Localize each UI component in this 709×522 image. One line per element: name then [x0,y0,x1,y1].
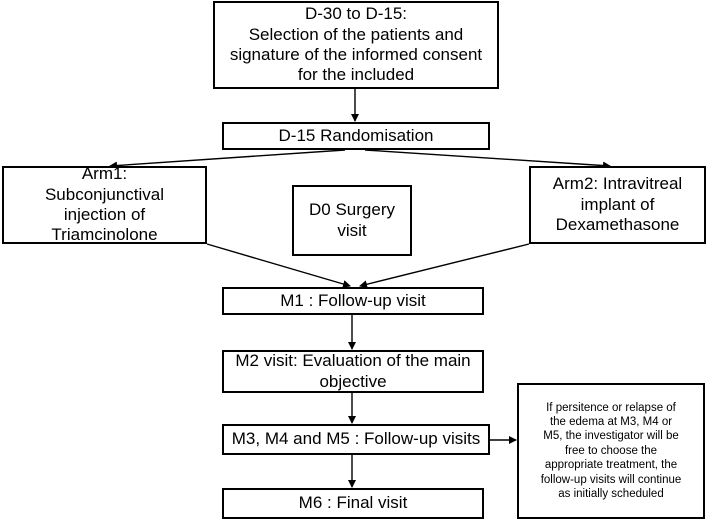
m345-label: M3, M4 and M5 : Follow-up visits [231,429,481,449]
arm2-box: Arm2: Intravitreal implant of Dexamethas… [529,166,706,244]
selection-line-1: D-30 to D-15: [304,4,408,24]
m2-line-2: objective [319,371,387,391]
m2-line-1: M2 visit: Evaluation of the main [235,351,471,371]
d0-surgery-box: D0 Surgery visit [292,185,412,256]
m6-box: M6 : Final visit [222,488,484,519]
arm1-line-3: injection of [63,205,146,224]
d0-line-2: visit [337,220,367,240]
selection-line-3: signature of the informed consent [229,45,483,64]
randomisation-label: D-15 Randomisation [278,125,434,145]
selection-line-4: for the included [297,65,415,85]
d0-line-1: D0 Surgery [309,200,395,220]
randomisation-box: D-15 Randomisation [222,122,490,150]
selection-line-2: Selection of the patients and [248,24,464,44]
arm1-box: Arm1: Subconjunctival injection of Triam… [2,164,207,245]
arrow-arm1-to-m1 [206,243,351,288]
m2-box: M2 visit: Evaluation of the main objecti… [222,350,484,393]
selection-box: D-30 to D-15: Selection of the patients … [213,1,499,89]
arm2-line-2: implant of [580,194,655,214]
relapse-note-box: If persitence or relapse of the edema at… [517,383,705,519]
arm2-line-1: Arm2: Intravitreal [552,174,683,194]
note-line-5: appropriate treatment, the [544,459,678,472]
m1-box: M1 : Follow-up visit [222,287,484,315]
arm1-line-2: Subconjunctival [44,184,165,204]
arrow-randomisation-to-arm1 [109,149,346,170]
arrow-randomisation-to-arm2 [364,149,611,170]
note-line-4: free to choose the [564,444,658,457]
note-line-6: follow-up visits will continue [540,473,682,486]
note-line-7: as initially scheduled [558,487,664,500]
arm1-line-1: Arm1: [81,164,128,184]
arrow-arm2-to-m1 [359,243,530,289]
note-line-3: M5, the investigator will be [543,430,679,443]
arm1-line-4: Triamcinolone [51,225,158,245]
note-line-2: the edema at M3, M4 or [549,416,673,429]
note-line-1: If persitence or relapse of [546,401,676,414]
arm2-line-3: Dexamethasone [555,215,680,235]
m1-label: M1 : Follow-up visit [280,290,426,310]
m345-box: M3, M4 and M5 : Follow-up visits [222,424,490,455]
m6-label: M6 : Final visit [298,493,408,513]
